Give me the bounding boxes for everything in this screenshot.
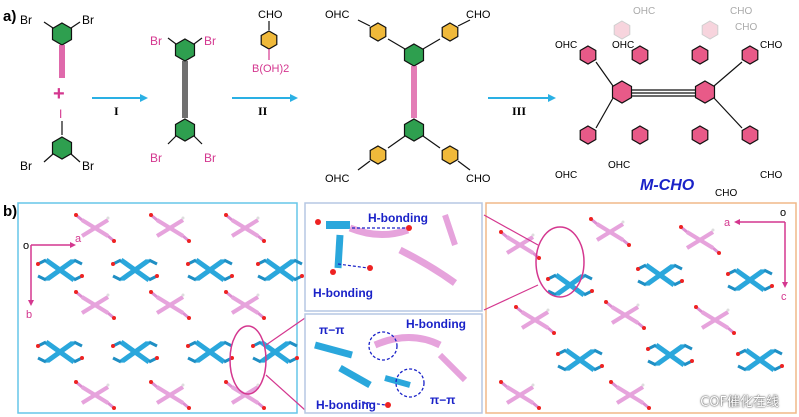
panel-b-label: b) xyxy=(3,203,17,220)
cho-label: CHO xyxy=(258,9,283,21)
tetraaldehyde-product: OHC CHO OHC CHO xyxy=(325,9,491,185)
br-label: Br xyxy=(82,159,94,173)
br-label: Br xyxy=(150,151,162,165)
axis-a-label-right: a xyxy=(724,217,731,229)
br-label: Br xyxy=(20,13,32,27)
left-packing-view: o a b xyxy=(17,202,305,414)
hbond-label: H-bonding xyxy=(313,286,373,300)
watermark: COF催化在线 xyxy=(700,395,779,410)
reactant-dibromophenylacetylene: Br Br xyxy=(20,13,94,78)
panel-a-label: a) xyxy=(3,8,16,25)
br-label: Br xyxy=(82,13,94,27)
right-packing-view: o a c xyxy=(483,202,797,414)
br-label: Br xyxy=(204,151,216,165)
step-1-label: I xyxy=(114,104,119,118)
intermediate-tetrabromo: Br Br Br Br xyxy=(150,34,216,165)
pipi-detail-bottom: π−π H-bonding π−π H-bonding xyxy=(304,313,483,414)
cho-label: CHO xyxy=(730,6,752,17)
m-cho-macrocycle: OHC CHO CHO OHC CHO OHC CHO OHC CHO OHC … xyxy=(555,6,782,199)
axis-c-label-right: c xyxy=(781,291,787,303)
ohc-label: OHC xyxy=(325,9,350,21)
step-2-label: II xyxy=(258,104,268,118)
cho-label: CHO xyxy=(466,9,491,21)
origin-label-right: o xyxy=(780,207,786,219)
ohc-label: OHC xyxy=(612,40,634,51)
ohc-label: OHC xyxy=(325,173,350,185)
arrow-step-2: II xyxy=(232,94,298,118)
cho-label: CHO xyxy=(760,40,782,51)
cho-label: CHO xyxy=(466,173,491,185)
br-label: Br xyxy=(20,159,32,173)
boronic-label: B(OH)2 xyxy=(252,63,289,75)
ohc-label: OHC xyxy=(608,160,630,171)
boronic-acid-reagent: CHO B(OH)2 xyxy=(252,9,289,75)
hbond-label: H-bonding xyxy=(316,398,376,412)
axis-a-label-left: a xyxy=(75,233,82,245)
iodo-label: I xyxy=(59,107,62,121)
br-label: Br xyxy=(150,34,162,48)
ohc-label: OHC xyxy=(555,170,577,181)
step-3-label: III xyxy=(512,104,526,118)
arrow-step-3: III xyxy=(488,94,556,118)
plus-sign: + xyxy=(53,83,65,105)
pipi-label: π−π xyxy=(430,393,455,407)
cho-label: CHO xyxy=(715,188,737,199)
arrow-step-1: I xyxy=(92,94,148,118)
hbond-detail-top: H-bonding H-bonding xyxy=(304,202,483,312)
ohc-label: OHC xyxy=(555,40,577,51)
ohc-label: OHC xyxy=(633,6,655,17)
cho-label: CHO xyxy=(735,22,757,33)
br-label: Br xyxy=(204,34,216,48)
origin-label-left: o xyxy=(23,240,29,252)
pipi-label: π−π xyxy=(319,323,344,337)
axis-b-label-left: b xyxy=(26,309,32,321)
hbond-label: H-bonding xyxy=(406,317,466,331)
cho-label: CHO xyxy=(760,170,782,181)
product-name: M-CHO xyxy=(640,177,695,194)
reactant-dibromoiodobenzene: I Br Br xyxy=(20,107,94,173)
hbond-label: H-bonding xyxy=(368,211,428,225)
